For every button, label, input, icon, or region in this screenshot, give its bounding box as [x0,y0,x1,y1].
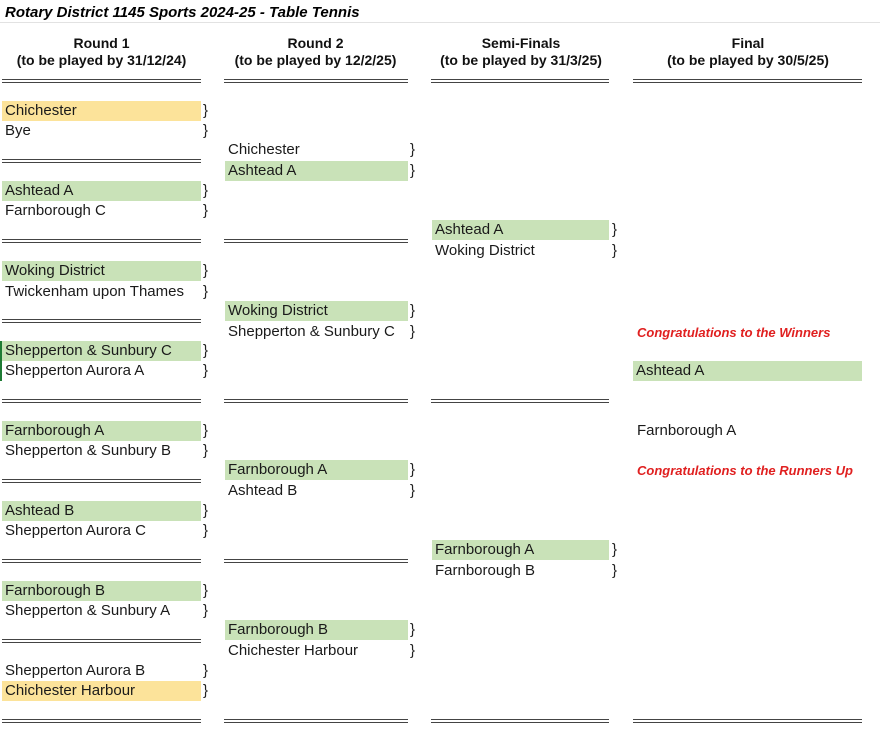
bracket-brace: } [203,342,209,359]
semis-team-cell[interactable]: Ashtead A [432,220,609,240]
bracket-divider [2,559,201,563]
semis-deadline: (to be played by 31/3/25) [440,52,602,68]
round1-team-cell[interactable]: Woking District [2,261,201,281]
bracket-divider [224,239,408,243]
round1-team-cell[interactable]: Shepperton & Sunbury C [2,341,201,361]
bracket-brace: } [203,102,209,119]
bracket-divider [224,719,408,723]
semis-header[interactable]: Semi-Finals (to be played by 31/3/25) [430,35,612,69]
round1-header[interactable]: Round 1 (to be played by 31/12/24) [0,35,203,69]
bracket-brace: } [410,302,416,319]
bracket-brace: } [203,202,209,219]
bracket-brace: } [612,562,618,579]
bracket-divider [633,79,862,83]
semis-name: Semi-Finals [481,35,561,51]
bracket-divider [431,719,609,723]
bracket-brace: } [410,323,416,340]
round1-team-cell[interactable]: Ashtead B [2,501,201,521]
bracket-brace: } [203,682,209,699]
round1-team-cell[interactable]: Twickenham upon Thames [5,283,184,300]
final-name: Final [731,35,765,51]
bracket-divider [431,399,609,403]
bracket-divider [2,479,201,483]
bracket-brace: } [203,283,209,300]
bracket-brace: } [410,642,416,659]
round1-team-cell[interactable]: Shepperton Aurora A [5,362,145,379]
final-winner-cell[interactable]: Ashtead A [633,361,862,381]
round1-team-cell[interactable]: Chichester Harbour [2,681,201,701]
round2-name: Round 2 [287,35,344,51]
round1-deadline: (to be played by 31/12/24) [16,52,187,68]
semis-team-cell[interactable]: Farnborough A [432,540,609,560]
round2-team-cell[interactable]: Farnborough A [225,460,408,480]
bracket-brace: } [203,662,209,679]
bracket-divider [224,79,408,83]
semis-team-cell[interactable]: Woking District [435,242,535,259]
round1-team-cell[interactable]: Shepperton Aurora B [5,662,146,679]
bracket-brace: } [410,162,416,179]
bracket-brace: } [410,141,416,158]
round1-team-cell[interactable]: Bye [5,122,31,139]
bracket-divider [2,719,201,723]
round1-team-cell[interactable]: Ashtead A [2,181,201,201]
bracket-divider [633,719,862,723]
round1-team-cell[interactable]: Shepperton & Sunbury B [5,442,171,459]
round2-team-cell[interactable]: Ashtead B [228,482,298,499]
bracket-divider [2,319,201,323]
bracket-brace: } [203,182,209,199]
round2-team-cell[interactable]: Shepperton & Sunbury C [228,323,395,340]
runners-up-note[interactable]: Congratulations to the Runners Up [637,463,853,478]
bracket-brace: } [612,541,618,558]
semis-team-cell[interactable]: Farnborough B [435,562,536,579]
bracket-divider [2,399,201,403]
round1-team-cell[interactable]: Farnborough C [5,202,106,219]
round1-team-cell[interactable]: Shepperton Aurora C [5,522,146,539]
bracket-brace: } [203,502,209,519]
bracket-brace: } [612,242,618,259]
bracket-divider [224,399,408,403]
bracket-divider [2,639,201,643]
bracket-divider [2,239,201,243]
winners-note[interactable]: Congratulations to the Winners [637,325,831,340]
bracket-brace: } [203,362,209,379]
row-selection-edge [0,341,2,381]
grid-row-line [0,22,880,23]
bracket-brace: } [410,621,416,638]
bracket-brace: } [410,482,416,499]
sheet-title[interactable]: Rotary District 1145 Sports 2024-25 - Ta… [5,4,360,21]
final-runner-up-cell[interactable]: Farnborough A [637,422,737,439]
bracket-brace: } [612,221,618,238]
final-header[interactable]: Final (to be played by 30/5/25) [633,35,863,69]
round2-deadline: (to be played by 12/2/25) [234,52,397,68]
bracket-brace: } [203,582,209,599]
round1-name: Round 1 [73,35,130,51]
round1-team-cell[interactable]: Farnborough B [2,581,201,601]
bracket-brace: } [203,442,209,459]
bracket-brace: } [203,522,209,539]
bracket-divider [431,79,609,83]
bracket-brace: } [410,461,416,478]
round1-team-cell[interactable]: Shepperton & Sunbury A [5,602,171,619]
bracket-divider [2,79,201,83]
bracket-divider [2,159,201,163]
bracket-divider [224,559,408,563]
round1-team-cell[interactable]: Chichester [2,101,201,121]
round2-team-cell[interactable]: Farnborough B [225,620,408,640]
bracket-brace: } [203,422,209,439]
final-deadline: (to be played by 30/5/25) [667,52,829,68]
bracket-brace: } [203,122,209,139]
bracket-brace: } [203,602,209,619]
round1-team-cell[interactable]: Farnborough A [2,421,201,441]
bracket-brace: } [203,262,209,279]
round2-team-cell[interactable]: Chichester Harbour [228,642,359,659]
round2-team-cell[interactable]: Ashtead A [225,161,408,181]
round2-team-cell[interactable]: Woking District [225,301,408,321]
round2-team-cell[interactable]: Chichester [228,141,300,158]
round2-header[interactable]: Round 2 (to be played by 12/2/25) [222,35,409,69]
